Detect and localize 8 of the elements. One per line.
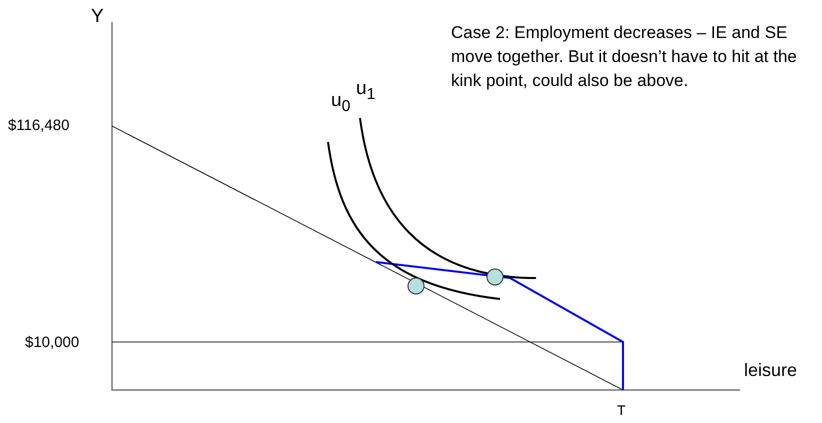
curve-label: u$_{1}$: [356, 78, 376, 104]
axis-value: $116,480: [8, 117, 70, 134]
annotation-text: Case 2: Employment decreases – IE and SE move together. But it doesn’t have to hit at the kink point, could also be above.: [451, 22, 798, 92]
axis-label: T: [617, 402, 626, 418]
axis-label: leisure: [744, 360, 798, 381]
axis-value: $10,000: [25, 334, 80, 351]
curve-label: u$_{0}$: [331, 90, 350, 116]
axis-label: Y: [91, 6, 104, 28]
